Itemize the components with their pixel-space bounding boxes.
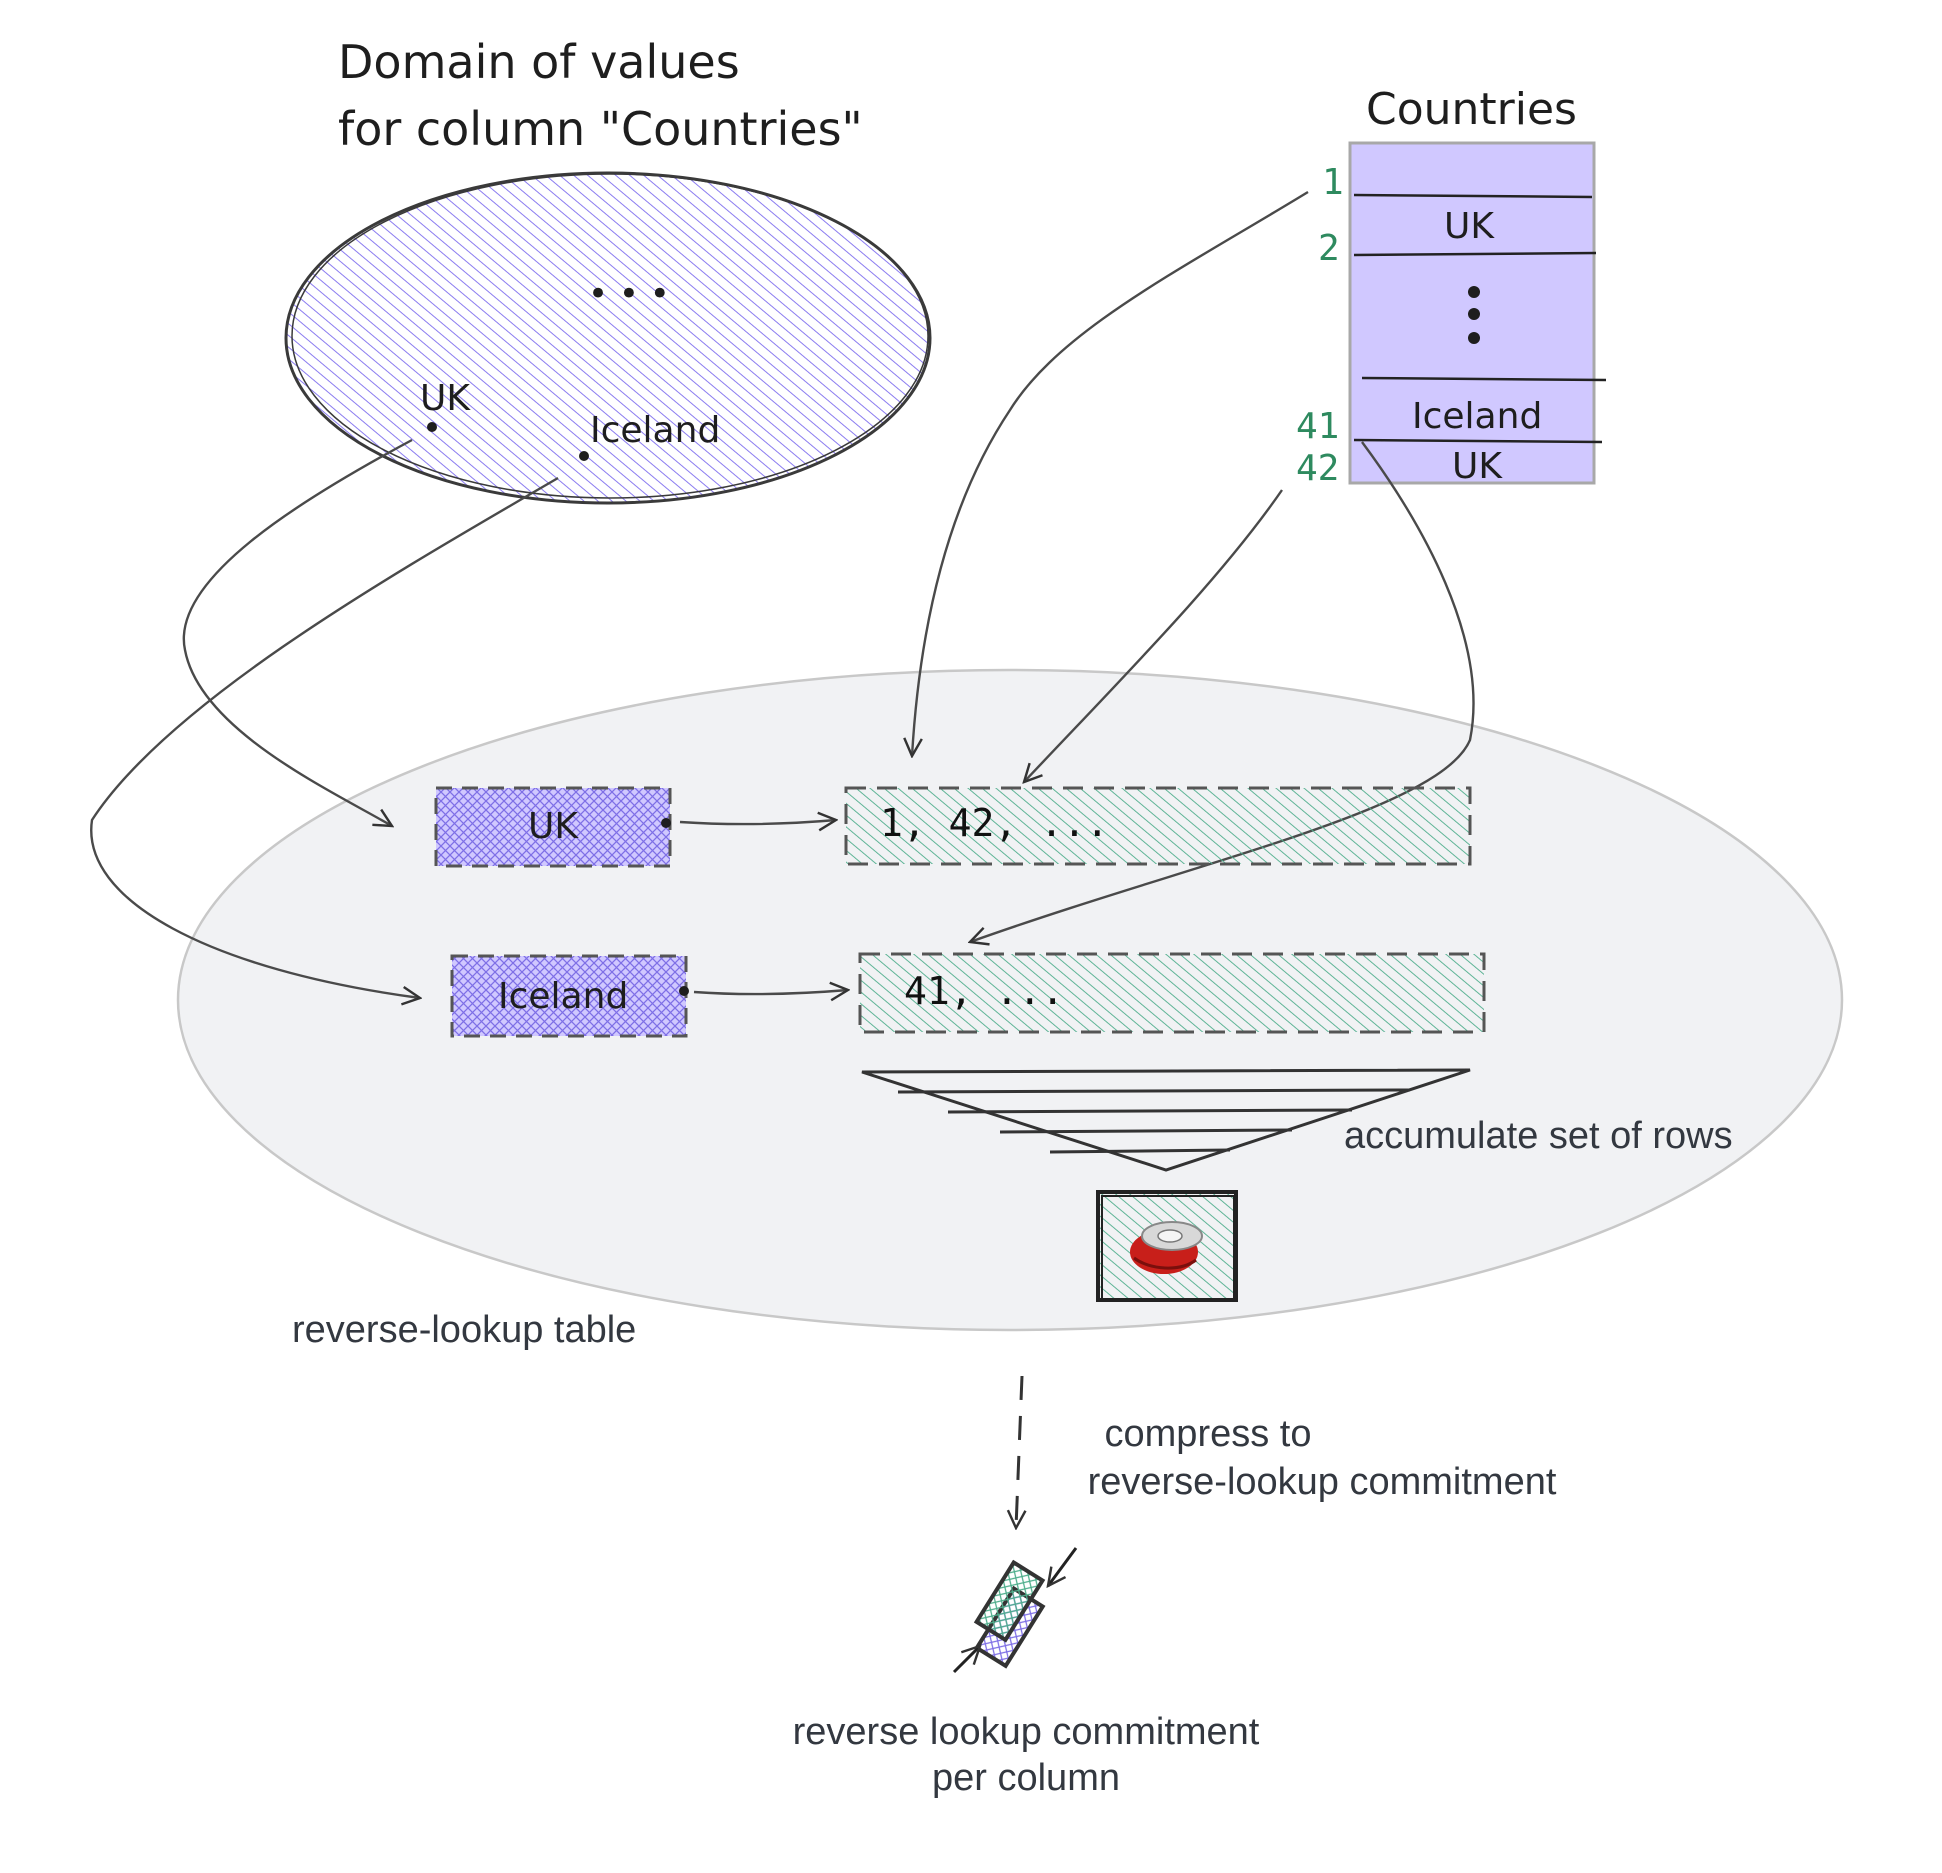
countries-table [1348, 141, 1607, 485]
accumulate-funnel [861, 1068, 1471, 1172]
domain-ellipsis: • • • [588, 274, 670, 314]
commitment-icon [952, 1547, 1078, 1674]
domain-title-line2: for column "Countries" [338, 102, 863, 156]
arrow-row42-to-uk-set [1024, 489, 1283, 782]
arrow-iceland-key-to-set [693, 990, 848, 994]
row-set-uk [844, 786, 1472, 866]
reverse-lookup-table-label: reverse-lookup table [292, 1309, 636, 1351]
commitment-label-line1: reverse lookup commitment [793, 1711, 1260, 1753]
key-uk-dot [661, 818, 671, 828]
row-number-1: 1 [1322, 162, 1344, 203]
countries-row-uk-last: UK [1452, 446, 1503, 487]
arrow-row41-to-iceland-set [970, 441, 1475, 942]
compress-arrow [1016, 1375, 1022, 1528]
key-label-iceland: Iceland [498, 976, 628, 1017]
key-label-uk: UK [528, 806, 579, 847]
key-iceland-dot [679, 986, 689, 996]
arrow-domain-uk-to-key [182, 438, 413, 826]
row-number-42: 42 [1296, 448, 1339, 489]
domain-uk-point [427, 422, 437, 432]
domain-title-line1: Domain of values [338, 35, 740, 89]
row-number-41: 41 [1296, 406, 1339, 447]
countries-ellipsis-dot [1468, 308, 1480, 320]
row-set-iceland [858, 952, 1486, 1034]
commitment-label-line2: per column [932, 1757, 1120, 1799]
key-box-iceland [450, 954, 688, 1038]
compress-label-line1: compress to [1105, 1413, 1312, 1455]
compress-label-line2: reverse-lookup commitment [1088, 1461, 1557, 1503]
key-box-uk [434, 786, 672, 868]
arrow-domain-iceland-to-key [90, 476, 559, 998]
row-set-iceland-text: 41, ... [904, 969, 1064, 1013]
accumulate-label: accumulate set of rows [1344, 1115, 1733, 1157]
countries-ellipsis-dot [1468, 286, 1480, 298]
domain-iceland-point [579, 451, 589, 461]
row-number-2: 2 [1318, 228, 1340, 269]
countries-ellipsis-dot [1468, 332, 1480, 344]
domain-item-uk: UK [420, 378, 471, 419]
arrow-row1-to-uk-set [912, 190, 1309, 756]
countries-row-iceland: Iceland [1412, 396, 1542, 437]
countries-title: Countries [1366, 84, 1577, 135]
domain-item-iceland: Iceland [590, 410, 720, 451]
crushed-can-icon [1130, 1221, 1203, 1274]
countries-row-uk: UK [1444, 206, 1495, 247]
arrow-uk-key-to-set [679, 820, 836, 824]
row-set-uk-text: 1, 42, ... [880, 801, 1109, 845]
domain-ellipse [284, 171, 932, 505]
